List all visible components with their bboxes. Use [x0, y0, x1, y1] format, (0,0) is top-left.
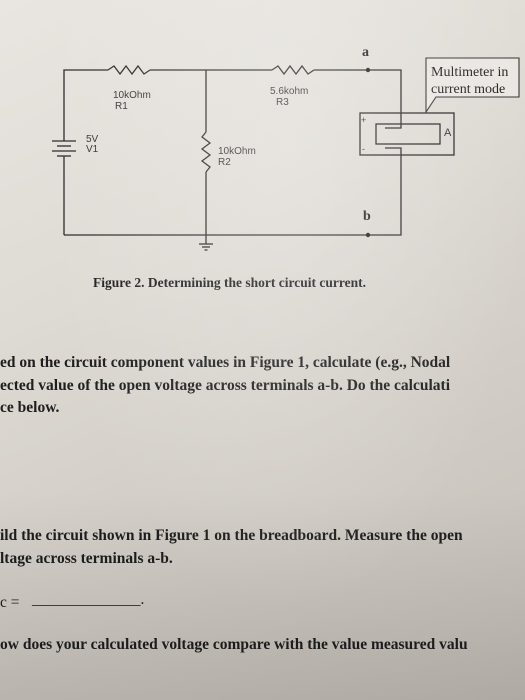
terminal-b-label: b [363, 209, 371, 224]
paragraph-3-line-1: ow does your calculated voltage compare … [0, 636, 468, 653]
paragraph-1-line-2: ected value of the open voltage across t… [0, 377, 451, 394]
r3-value: 5.6kohm [270, 86, 308, 97]
r2-value: 10kOhm [218, 146, 256, 157]
v1-name: V1 [86, 144, 99, 155]
callout-line2: current mode [431, 82, 505, 97]
ammeter-plus-label: + [361, 115, 366, 125]
r1-value: 10kOhm [113, 90, 151, 101]
wire-to-meter-plus [368, 69, 402, 129]
resistor-r3-icon [271, 64, 315, 76]
figure-caption: Figure 2. Determining the short circuit … [93, 275, 366, 290]
ground-icon [199, 243, 213, 251]
resistor-r2-icon [200, 131, 212, 173]
paragraph-1-line-3: ce below. [0, 399, 60, 416]
ammeter-display [375, 123, 441, 145]
callout-line1: Multimeter in [431, 65, 508, 80]
terminal-a-label: a [362, 45, 369, 60]
v1-value: 5V [86, 134, 99, 145]
terminal-a-dot [365, 67, 371, 73]
r2-name: R2 [218, 157, 231, 168]
r3-name: R3 [276, 97, 289, 108]
ammeter-unit-label: A [444, 127, 452, 139]
answer-blank-prefix: c = [0, 594, 20, 611]
wire-top-left [63, 69, 108, 131]
ammeter-box [359, 112, 455, 156]
terminal-b-dot [365, 232, 371, 238]
resistor-r1-icon [107, 64, 151, 76]
paragraph-2-line-1: ild the circuit shown in Figure 1 on the… [0, 527, 463, 544]
answer-blank-line[interactable]: ______________. [32, 591, 145, 608]
paragraph-1-line-1: ed on the circuit component values in Fi… [0, 354, 451, 371]
ammeter-minus-label: - [362, 144, 365, 154]
paragraph-2-line-2: ltage across terminals a-b. [0, 550, 173, 567]
r1-name: R1 [115, 101, 128, 112]
multimeter-callout-bubble [425, 57, 520, 114]
